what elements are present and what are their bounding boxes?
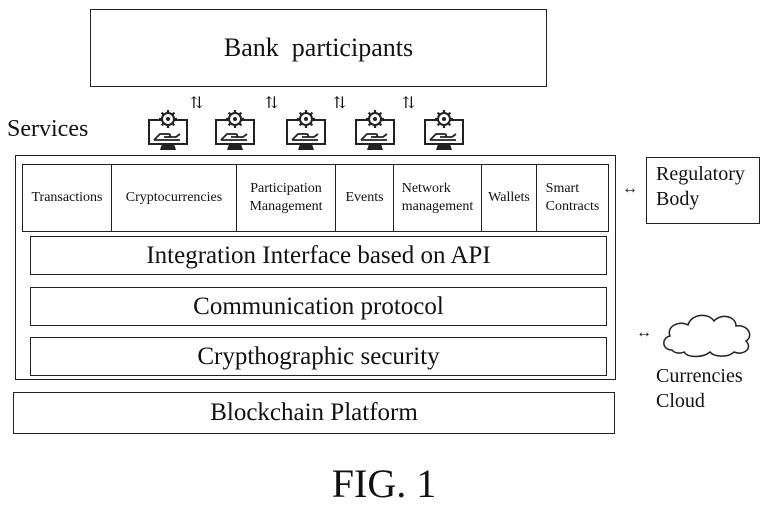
- computer-gear-hand-icon: [355, 110, 395, 150]
- communication-protocol-layer: Communication protocol: [30, 287, 607, 326]
- regulatory-body-box: Regulatory Body: [646, 157, 760, 224]
- bank-participants-label: Bank participants: [223, 33, 414, 62]
- service-smart-contracts: Smart Contracts: [545, 180, 600, 214]
- regulatory-body-label: Regulatory Body: [656, 163, 745, 210]
- cloud-arrow: ↔: [636, 324, 652, 341]
- service-events: Events: [336, 165, 394, 231]
- figure-caption: FIG. 1: [331, 461, 437, 506]
- blockchain-platform-box: Blockchain Platform: [13, 392, 615, 434]
- vertical-arrow: ⇅: [402, 95, 416, 112]
- computer-gear-hand-icon: [286, 110, 326, 150]
- currencies-cloud-label: Currencies Cloud: [656, 365, 743, 412]
- service-network-management: Network management: [394, 165, 482, 231]
- service-wallets: Wallets: [482, 165, 537, 231]
- bank-participants-box: Bank participants: [90, 9, 547, 87]
- service-transactions: Transactions: [23, 165, 112, 231]
- computer-gear-hand-icon: [148, 110, 188, 150]
- computer-gear-hand-icon: [215, 110, 255, 150]
- integration-interface-layer: Integration Interface based on API: [30, 236, 607, 275]
- service-cryptocurrencies: Cryptocurrencies: [112, 165, 237, 231]
- service-participation-management: Participation Management: [237, 165, 336, 231]
- cryptographic-security-layer: Crypthographic security: [30, 337, 607, 376]
- vertical-arrow: ⇅: [333, 95, 347, 112]
- services-label: Services: [7, 116, 89, 142]
- cloud-icon: [663, 314, 751, 358]
- regulatory-arrow: ↔: [622, 180, 638, 197]
- vertical-arrow: ⇅: [265, 95, 279, 112]
- services-row: Transactions Cryptocurrencies Participat…: [22, 164, 609, 232]
- vertical-arrow: ⇅: [190, 95, 204, 112]
- computer-gear-hand-icon: [424, 110, 464, 150]
